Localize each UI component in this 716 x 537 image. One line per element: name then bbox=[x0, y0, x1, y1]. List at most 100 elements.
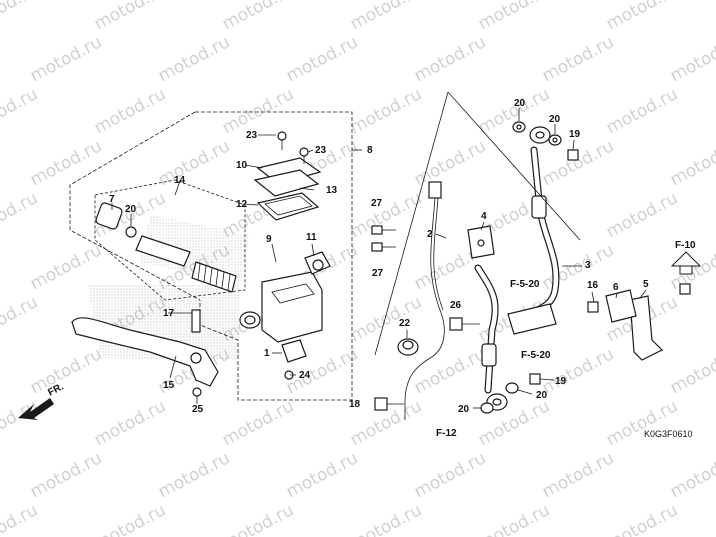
watermark-text: motod.ru bbox=[667, 32, 716, 86]
piston bbox=[135, 235, 191, 267]
callout-9: 9 bbox=[266, 234, 272, 245]
watermark-text: motod.ru bbox=[667, 136, 716, 190]
ref-f12: F-12 bbox=[436, 428, 457, 439]
watermark-text: motod.ru bbox=[155, 448, 233, 502]
callout-22: 22 bbox=[399, 318, 411, 329]
watermark-text: motod.ru bbox=[219, 396, 297, 450]
washer-20b bbox=[548, 134, 562, 146]
callout-16: 16 bbox=[587, 280, 599, 291]
front-direction-arrow-icon bbox=[18, 398, 54, 420]
watermark-text: motod.ru bbox=[91, 84, 169, 138]
watermark-text: motod.ru bbox=[0, 292, 41, 346]
callout-21: 20 bbox=[125, 204, 137, 215]
callout-20: 20 bbox=[536, 390, 548, 401]
callout-13: 13 bbox=[326, 185, 338, 196]
bolt-f10 bbox=[679, 283, 691, 295]
watermark-text: motod.ru bbox=[27, 344, 105, 398]
callout-20: 20 bbox=[549, 114, 561, 125]
watermark-text: motod.ru bbox=[667, 448, 716, 502]
watermark-text: motod.ru bbox=[219, 84, 297, 138]
callout-27: 27 bbox=[371, 198, 383, 209]
diaphragm bbox=[256, 192, 320, 221]
watermark-text: motod.ru bbox=[91, 500, 169, 537]
callout-14: 14 bbox=[174, 175, 186, 186]
bolt-19a bbox=[567, 149, 579, 161]
holder-clamp bbox=[281, 339, 307, 363]
watermark-text: motod.ru bbox=[475, 0, 553, 34]
callout-4: 4 bbox=[481, 211, 487, 222]
callout-7: 7 bbox=[109, 194, 115, 205]
watermark-text: motod.ru bbox=[155, 136, 233, 190]
bolt-27a bbox=[371, 225, 396, 235]
callout-6: 6 bbox=[613, 282, 619, 293]
callout-19: 19 bbox=[569, 129, 581, 140]
watermark-text: motod.ru bbox=[219, 0, 297, 34]
callout-20: 20 bbox=[458, 404, 470, 415]
callout-12: 12 bbox=[236, 199, 248, 210]
watermark-text: motod.ru bbox=[411, 448, 489, 502]
bolt-27b bbox=[371, 242, 396, 252]
hose-guide bbox=[605, 289, 637, 323]
callout-17: 17 bbox=[163, 308, 175, 319]
ref-f5-20-lower: F-5-20 bbox=[521, 350, 551, 361]
watermark-text: motod.ru bbox=[603, 396, 681, 450]
watermark-text: motod.ru bbox=[283, 448, 361, 502]
callout-26: 26 bbox=[450, 300, 462, 311]
brake-lever bbox=[71, 317, 219, 387]
watermark-text: motod.ru bbox=[91, 0, 169, 34]
watermark-text: motod.ru bbox=[0, 500, 41, 537]
watermark-text: motod.ru bbox=[27, 136, 105, 190]
watermark-text: motod.ru bbox=[539, 344, 617, 398]
washer-20d bbox=[505, 382, 519, 394]
callout-2: 2 bbox=[427, 229, 433, 240]
arrow-up-icon bbox=[670, 251, 702, 267]
watermark-text: motod.ru bbox=[603, 188, 681, 242]
shaded-area bbox=[140, 215, 250, 285]
watermark-text: motod.ru bbox=[0, 0, 41, 34]
watermark-text: motod.ru bbox=[475, 500, 553, 537]
watermark-text: motod.ru bbox=[603, 84, 681, 138]
watermark-text: motod.ru bbox=[91, 396, 169, 450]
watermark-text: motod.ru bbox=[667, 344, 716, 398]
callout-1: 1 bbox=[264, 348, 270, 359]
callouts: 23 23 8 10 13 14 12 7 20 9 11 17 1 24 15… bbox=[109, 98, 649, 415]
callout-23: 23 bbox=[246, 130, 258, 141]
callout-10: 10 bbox=[236, 160, 248, 171]
master-cylinder-body bbox=[261, 271, 323, 343]
watermark-text: motod.ru bbox=[347, 500, 425, 537]
callout-15: 15 bbox=[163, 380, 175, 391]
diagram-code: K0G3F0610 bbox=[644, 429, 693, 439]
bolt-18 bbox=[374, 397, 404, 411]
washer-20a bbox=[512, 121, 526, 133]
callout-27: 27 bbox=[372, 268, 384, 279]
callout-3: 3 bbox=[585, 260, 591, 271]
watermark-text: motod.ru bbox=[539, 136, 617, 190]
callout-8: 8 bbox=[367, 145, 373, 156]
bracket bbox=[629, 295, 664, 361]
assembly-box-14 bbox=[94, 179, 246, 301]
bolt-19b bbox=[529, 373, 541, 385]
bolt-16 bbox=[587, 301, 599, 313]
washer-20c bbox=[480, 402, 494, 414]
watermark-text: motod.ru bbox=[283, 32, 361, 86]
watermark-text: motod.ru bbox=[0, 396, 41, 450]
callout-23: 23 bbox=[315, 145, 327, 156]
watermark-text: motod.ru bbox=[347, 292, 425, 346]
watermark-text: motod.ru bbox=[411, 344, 489, 398]
assembly-box-8 bbox=[195, 111, 353, 401]
callout-20: 20 bbox=[514, 98, 526, 109]
callout-25: 25 bbox=[192, 404, 204, 415]
callout-5: 5 bbox=[643, 279, 649, 290]
watermark-text: motod.ru bbox=[603, 0, 681, 34]
callout-18: 18 bbox=[349, 399, 361, 410]
watermark-text: motod.ru bbox=[27, 32, 105, 86]
leader-lines bbox=[111, 108, 647, 409]
ref-f5-20-upper: F-5-20 bbox=[510, 279, 540, 290]
switch-connector bbox=[428, 181, 442, 199]
cap-plate bbox=[253, 169, 320, 197]
watermark-text: motod.ru bbox=[539, 448, 617, 502]
watermark-text: motod.ru bbox=[347, 0, 425, 34]
spring bbox=[191, 261, 237, 293]
